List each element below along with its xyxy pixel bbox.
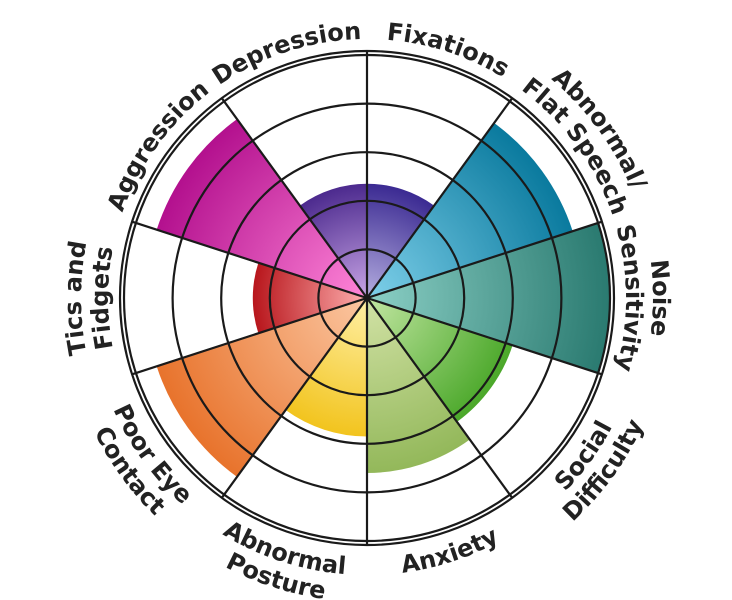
category-label-line: Tics and bbox=[59, 239, 92, 358]
wedge-anxiety bbox=[367, 298, 470, 473]
spoke-6 bbox=[220, 297, 368, 499]
category-label-line: Noise bbox=[645, 258, 675, 338]
category-label-fixations: Fixations bbox=[386, 18, 515, 83]
wedge-abnormal-flat-speech bbox=[367, 123, 573, 298]
grid-layer bbox=[118, 49, 616, 547]
wedge-tics-and-fidgets bbox=[252, 262, 367, 334]
spoke-3 bbox=[366, 296, 603, 376]
wedge-noise-sensitivity bbox=[367, 222, 611, 374]
spoke-1 bbox=[366, 97, 514, 299]
category-label-line: Fixations bbox=[386, 18, 515, 83]
spoke-2 bbox=[366, 220, 603, 300]
wedge-fixations bbox=[367, 183, 435, 298]
category-label-line: Fidgets bbox=[86, 244, 119, 352]
spoke-8 bbox=[131, 220, 368, 300]
wedge-poor-eye-contact bbox=[156, 298, 367, 477]
spoke-4 bbox=[366, 297, 514, 499]
spoke-9 bbox=[220, 97, 368, 299]
category-label-line: Sensitivity bbox=[610, 222, 648, 375]
wedge-abnormal-posture bbox=[285, 298, 367, 437]
wedge-depression bbox=[299, 183, 367, 298]
spoke-7 bbox=[131, 296, 368, 376]
wedge-layer bbox=[156, 119, 611, 477]
wedge-aggression bbox=[156, 119, 367, 298]
